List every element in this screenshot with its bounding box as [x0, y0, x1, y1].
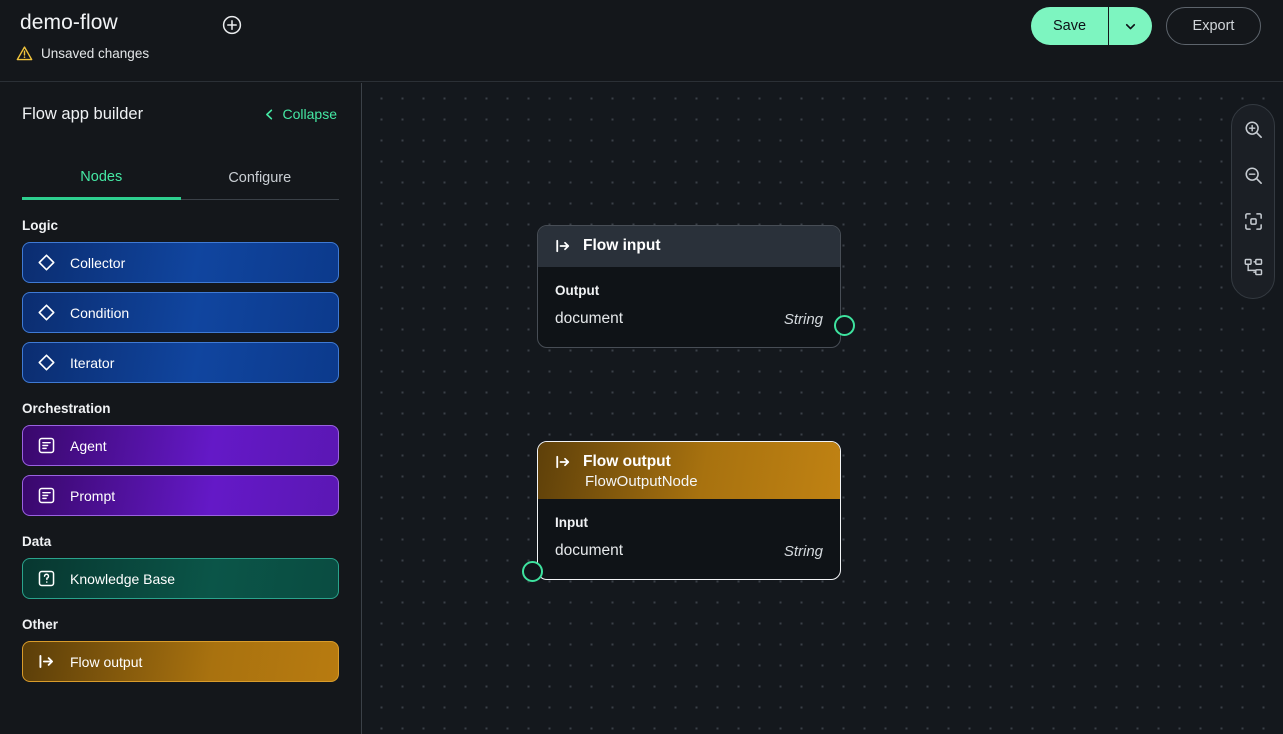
page-title: demo-flow: [20, 11, 118, 34]
palette-item-label: Flow output: [70, 653, 143, 670]
node-port-row: document String: [555, 310, 823, 328]
flow-arrow-icon: [554, 237, 572, 255]
save-dropdown-button[interactable]: [1109, 7, 1152, 45]
group-label-logic: Logic: [22, 218, 58, 233]
chevron-left-icon: [263, 108, 276, 121]
port-type: String: [783, 542, 823, 560]
port-name: document: [555, 542, 624, 559]
sidebar-title: Flow app builder: [22, 104, 144, 123]
flow-arrow-icon: [554, 453, 572, 471]
sidebar-tabs: Nodes Configure: [22, 157, 339, 200]
palette-item-label: Agent: [70, 437, 107, 454]
palette-item-agent[interactable]: Agent: [22, 425, 339, 466]
palette-item-label: Condition: [70, 304, 130, 321]
fit-to-screen-icon[interactable]: [1241, 209, 1265, 233]
palette-item-collector[interactable]: Collector: [22, 242, 339, 283]
save-button[interactable]: Save: [1031, 7, 1109, 45]
group-label-data: Data: [22, 534, 52, 549]
node-header: Flow output FlowOutputNode: [538, 442, 840, 499]
port-name: document: [555, 310, 624, 327]
auto-layout-icon[interactable]: [1241, 255, 1265, 279]
top-bar: demo-flow Unsaved changes Save Export: [0, 0, 1283, 82]
node-title: Flow input: [583, 237, 661, 254]
diamond-icon: [37, 353, 56, 372]
node-header: Flow input: [538, 226, 840, 267]
palette-item-condition[interactable]: Condition: [22, 292, 339, 333]
palette-item-label: Knowledge Base: [70, 570, 176, 587]
port-type: String: [783, 310, 823, 328]
group-label-orchestration: Orchestration: [22, 401, 111, 416]
node-flow-input[interactable]: Flow input Output document String: [537, 225, 841, 348]
collapse-label: Collapse: [282, 106, 337, 122]
flow-arrow-icon: [37, 652, 56, 671]
chevron-down-icon: [1123, 19, 1138, 34]
group-label-other: Other: [22, 617, 59, 632]
palette-item-prompt[interactable]: Prompt: [22, 475, 339, 516]
node-title: Flow output: [583, 453, 671, 470]
question-square-icon: [37, 569, 56, 588]
node-subtitle: FlowOutputNode: [585, 473, 698, 490]
diamond-icon: [37, 303, 56, 322]
palette-item-label: Prompt: [70, 487, 116, 504]
sidebar-header: Flow app builder Collapse: [22, 83, 339, 145]
save-button-group: Save: [1031, 7, 1152, 45]
status-label: Unsaved changes: [41, 46, 150, 61]
flow-canvas[interactable]: Flow input Output document String Flow o…: [363, 83, 1283, 734]
node-section-label: Output: [555, 283, 600, 298]
canvas-toolbar: [1231, 104, 1275, 299]
node-body: Input document String: [538, 499, 840, 579]
node-flow-output[interactable]: Flow output FlowOutputNode Input documen…: [537, 441, 841, 580]
collapse-button[interactable]: Collapse: [263, 106, 337, 122]
zoom-out-icon[interactable]: [1241, 163, 1265, 187]
palette-item-flow-output[interactable]: Flow output: [22, 641, 339, 682]
palette-item-label: Collector: [70, 254, 126, 271]
palette-item-knowledge-base[interactable]: Knowledge Base: [22, 558, 339, 599]
document-lines-icon: [37, 486, 56, 505]
palette-item-iterator[interactable]: Iterator: [22, 342, 339, 383]
document-lines-icon: [37, 436, 56, 455]
diamond-icon: [37, 253, 56, 272]
tab-nodes[interactable]: Nodes: [22, 157, 181, 200]
node-section-label: Input: [555, 515, 588, 530]
node-port-row: document String: [555, 542, 823, 560]
palette-item-label: Iterator: [70, 354, 115, 371]
export-button[interactable]: Export: [1166, 7, 1261, 45]
status-badge: Unsaved changes: [16, 45, 149, 62]
tab-configure[interactable]: Configure: [180, 157, 339, 200]
node-body: Output document String: [538, 267, 840, 347]
port-input-document[interactable]: [522, 561, 543, 582]
plus-circle-icon[interactable]: [221, 14, 243, 36]
sidebar: Flow app builder Collapse Nodes Configur…: [0, 83, 362, 734]
zoom-in-icon[interactable]: [1241, 117, 1265, 141]
port-output-document[interactable]: [834, 315, 855, 336]
warning-triangle-icon: [16, 45, 33, 62]
